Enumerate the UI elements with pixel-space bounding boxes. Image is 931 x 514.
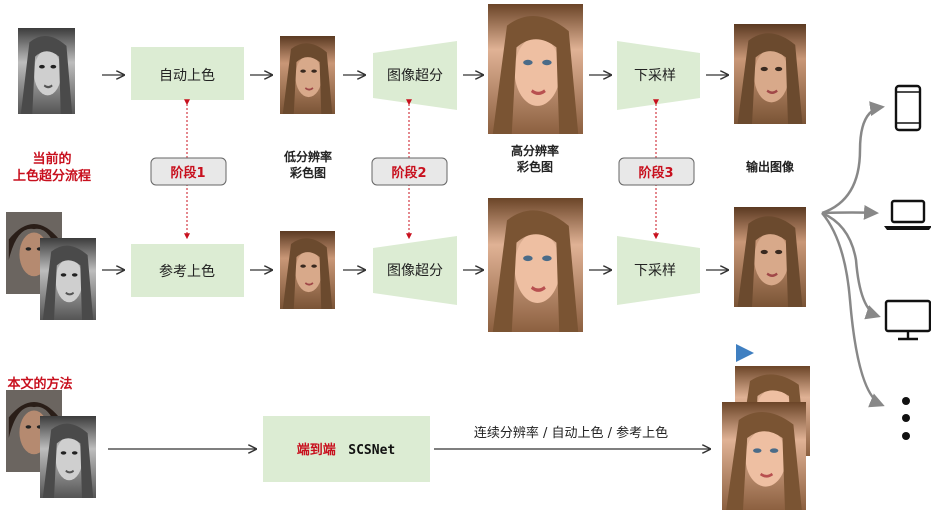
caption-output: 输出图像: [746, 159, 795, 174]
our-method-label: 本文的方法: [7, 376, 72, 392]
method-output-faces: [722, 366, 810, 510]
output-face-bottom: [734, 207, 806, 307]
phone-icon: [894, 84, 922, 132]
high-res-color-face-top: [488, 4, 583, 134]
scsnet-prefix: 端到端: [297, 442, 336, 458]
scsnet-box: 端到端 SCSNet: [263, 416, 430, 482]
svg-text:下采样: 下采样: [634, 263, 676, 279]
divider-arrowhead: [736, 344, 754, 362]
svg-text:自动上色: 自动上色: [159, 67, 215, 84]
method-input-gray-face: [40, 416, 96, 498]
svg-text:阶段1: 阶段1: [170, 165, 205, 181]
downsample-box-top: 下采样: [617, 41, 700, 110]
svg-text:下采样: 下采样: [634, 68, 676, 84]
stage1-badge: 阶段1: [150, 157, 227, 186]
reference-colorize-box: 参考上色: [131, 244, 244, 297]
caption-low-res-2: 彩色图: [289, 165, 326, 180]
stage3-badge: 阶段3: [618, 157, 695, 186]
svg-text:图像超分: 图像超分: [387, 263, 443, 279]
caption-high-res-2: 彩色图: [516, 159, 553, 174]
svg-text:阶段2: 阶段2: [391, 165, 426, 181]
super-resolution-box-top: 图像超分: [373, 41, 457, 110]
input-gray-face-top: [18, 28, 75, 114]
scsnet-name: SCSNet: [348, 443, 395, 458]
caption-high-res-1: 高分辨率: [511, 143, 559, 158]
low-res-color-face-top: [280, 36, 335, 114]
svg-text:端到端 SCSNet: 端到端 SCSNet: [297, 442, 396, 458]
output-face-top: [734, 24, 806, 124]
svg-text:图像超分: 图像超分: [387, 68, 443, 84]
method-tasks: 连续分辨率 / 自动上色 / 参考上色: [474, 425, 668, 441]
current-pipeline-label-1: 当前的: [32, 151, 71, 167]
super-resolution-box-bottom: 图像超分: [373, 236, 457, 305]
current-pipeline-label-2: 上色超分流程: [13, 168, 91, 184]
device-fanout-arrows: [821, 101, 885, 408]
downsample-box-bottom: 下采样: [617, 236, 700, 305]
high-res-color-face-bottom: [488, 198, 583, 332]
auto-colorize-box: 自动上色: [131, 47, 244, 100]
laptop-icon: [884, 199, 931, 230]
svg-text:参考上色: 参考上色: [159, 263, 215, 280]
low-res-color-face-bottom: [280, 231, 335, 309]
caption-low-res-1: 低分辨率: [283, 149, 332, 164]
stage2-badge: 阶段2: [371, 157, 448, 186]
input-gray-face-bottom: [40, 238, 96, 320]
svg-text:阶段3: 阶段3: [638, 165, 673, 181]
monitor-icon: [884, 299, 931, 341]
more-icon: [902, 397, 910, 440]
